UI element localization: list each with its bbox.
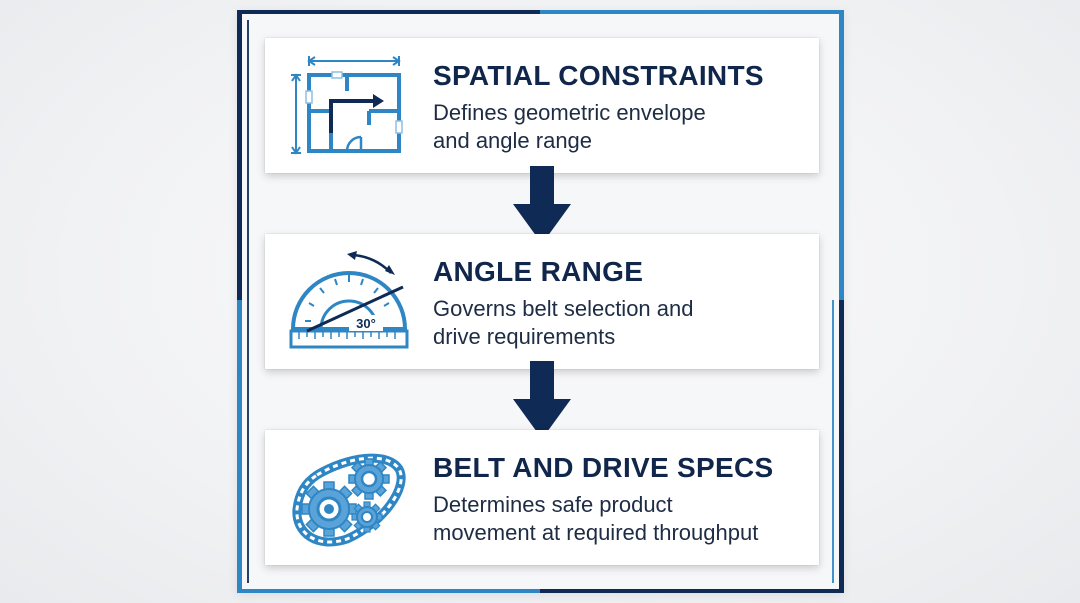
floor-plan-icon <box>291 56 403 155</box>
frame-edge <box>237 300 242 593</box>
step-title: SPATIAL CONSTRAINTS <box>433 60 764 91</box>
step-title: ANGLE RANGE <box>433 256 644 287</box>
down-arrow-icon <box>513 361 571 439</box>
chain-gears-icon <box>292 453 406 547</box>
frame-edge <box>237 10 242 300</box>
angle-label: 30° <box>356 316 376 331</box>
step-card-angle-range: 30° ANGLE RANGE Governs belt selection a… <box>265 234 819 369</box>
frame-edge <box>237 10 540 14</box>
frame-edge <box>832 300 834 583</box>
frame-edge <box>247 20 249 583</box>
step-description-line: drive requirements <box>433 324 616 349</box>
step-description-line: movement at required throughput <box>433 520 759 545</box>
step-title: BELT AND DRIVE SPECS <box>433 452 774 483</box>
step-description-line: Determines safe product <box>433 492 673 517</box>
step-description: Governs belt selection and drive require… <box>433 295 813 351</box>
frame-edge <box>540 589 844 593</box>
step-description-line: Defines geometric envelope <box>433 100 706 125</box>
frame-edge <box>839 300 844 593</box>
frame-edge <box>839 10 844 300</box>
step-card-spatial-constraints: SPATIAL CONSTRAINTS Defines geometric en… <box>265 38 819 173</box>
step-description: Determines safe product movement at requ… <box>433 491 813 547</box>
step-description-line: Governs belt selection and <box>433 296 694 321</box>
protractor-icon: 30° <box>289 251 409 349</box>
frame-edge <box>237 589 540 593</box>
step-description-line: and angle range <box>433 128 593 153</box>
step-card-belt-and-drive-specs: BELT AND DRIVE SPECS Determines safe pro… <box>265 430 819 565</box>
down-arrow-icon <box>513 166 571 244</box>
frame-edge <box>540 10 844 14</box>
step-description: Defines geometric envelope and angle ran… <box>433 99 813 155</box>
